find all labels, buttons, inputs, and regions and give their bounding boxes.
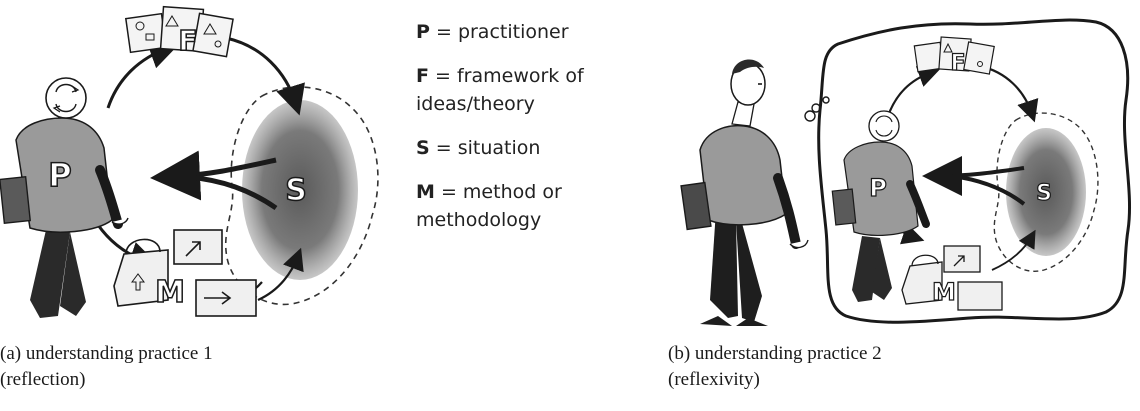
arrow-s-to-p-upper — [150, 150, 277, 201]
caption-reflection: (a) understanding practice 1 (reflection… — [0, 341, 213, 393]
arrow-s-to-p-upper — [922, 155, 1025, 196]
method-label: M — [932, 278, 956, 306]
legend-text: situation — [457, 137, 541, 159]
inner-practitioner-label: P — [869, 174, 887, 202]
caption-line: (reflection) — [0, 369, 86, 390]
caption-line: (reflexivity) — [668, 369, 760, 390]
method-label: M — [155, 275, 185, 310]
arrow-s-to-p-lower — [951, 174, 1026, 206]
method-toolbox — [901, 245, 1003, 311]
practitioner-figure — [0, 77, 129, 318]
thought-bubble — [822, 96, 830, 104]
framework-label: F — [950, 51, 965, 76]
legend-separator: = — [428, 65, 457, 87]
arrow-m-to-s — [991, 229, 1036, 271]
thought-bubble — [811, 103, 821, 113]
diagram-reflexivity: S F M P — [680, 18, 1132, 326]
legend-separator: = — [429, 137, 458, 159]
arrow-p-to-f — [106, 39, 180, 109]
legend-item-f: F = framework of ideas/theory — [416, 62, 636, 118]
caption-reflexivity: (b) understanding practice 2 (reflexivit… — [668, 341, 882, 393]
legend-separator: = — [434, 181, 463, 203]
legend-item-p: P = practitioner — [416, 18, 636, 46]
situation-boundary — [993, 112, 1099, 272]
framework-papers — [124, 5, 234, 58]
diagram-reflection: S F M P — [0, 5, 379, 318]
legend: P = practitioner F = framework of ideas/… — [416, 18, 636, 250]
legend-text: method or methodology — [416, 181, 562, 231]
practitioner-label: P — [48, 156, 71, 194]
legend-item-m: M = method or methodology — [416, 178, 636, 234]
thought-bubble — [804, 110, 816, 122]
observing-practitioner-figure — [680, 59, 809, 326]
legend-text: practitioner — [457, 21, 569, 43]
caption-line: (b) understanding practice 2 — [668, 343, 882, 364]
legend-item-s: S = situation — [416, 134, 636, 162]
legend-key: M — [416, 181, 435, 203]
situation-blob — [242, 100, 358, 280]
method-toolbox — [113, 229, 257, 317]
situation-blob — [1006, 128, 1086, 256]
arrow-m-to-s — [257, 247, 304, 302]
arrow-p-to-f — [886, 66, 941, 117]
situation-label: S — [285, 173, 307, 208]
arrow-s-to-p-lower — [187, 174, 278, 211]
arrow-f-to-s — [225, 36, 305, 116]
legend-text: framework of ideas/theory — [416, 65, 584, 115]
situation-label: S — [1036, 181, 1052, 206]
framework-papers — [913, 36, 995, 75]
framework-label: F — [178, 24, 197, 57]
legend-key: F — [416, 65, 429, 87]
caption-line: (a) understanding practice 1 — [0, 343, 213, 364]
legend-key: P — [416, 21, 430, 43]
inner-practitioner-figure — [831, 110, 930, 302]
legend-separator: = — [429, 21, 458, 43]
legend-key: S — [416, 137, 430, 159]
reflexive-frame — [817, 18, 1132, 324]
